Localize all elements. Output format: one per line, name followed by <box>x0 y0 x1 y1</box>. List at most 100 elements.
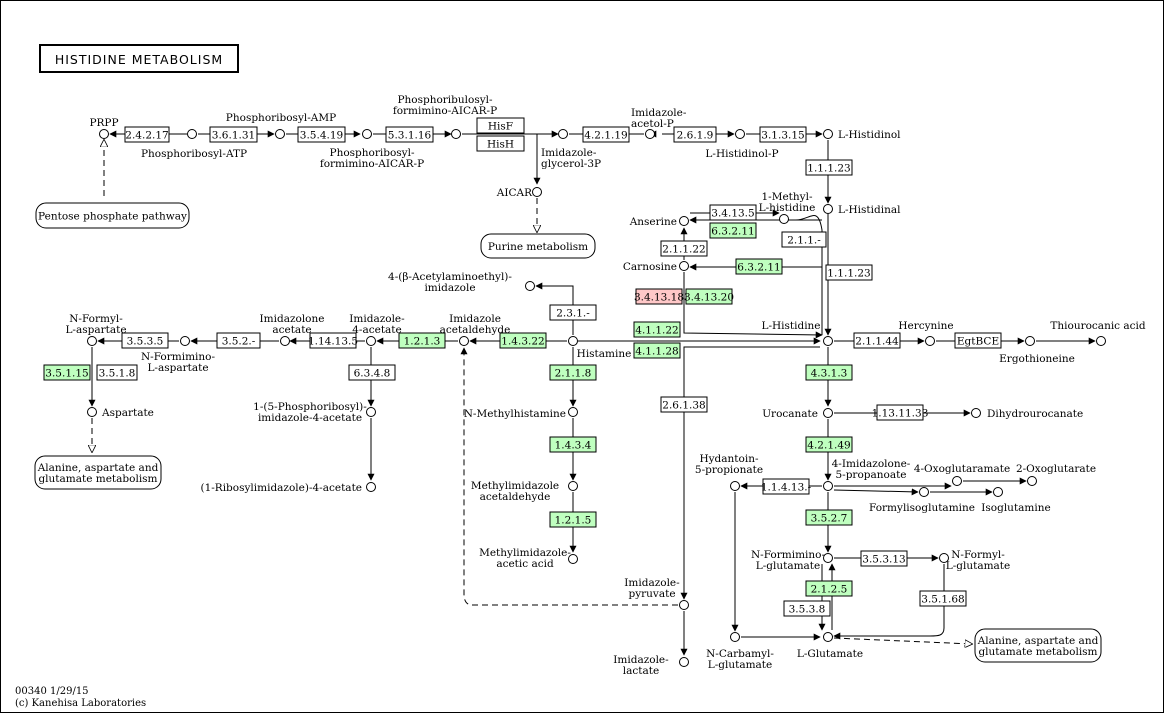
enzyme-box-1-4-3-4[interactable]: 1.4.3.4 <box>549 436 597 453</box>
enzyme-box-3-5-3-5[interactable]: 3.5.3.5 <box>121 332 169 349</box>
compound-pratp[interactable]: Phosphoribosyl-ATP <box>141 129 247 161</box>
compound-hisp[interactable]: L-Histidinol-P <box>705 129 779 161</box>
compound-carnosine[interactable]: Carnosine <box>623 261 689 273</box>
enzyme-box-2-4-2-17[interactable]: 2.4.2.17 <box>124 126 170 143</box>
compound-node[interactable] <box>823 553 833 563</box>
compound-thiou[interactable]: Thiourocanic acid <box>1050 320 1146 346</box>
compound-mhis[interactable]: 1-Methyl-L-histidine <box>759 191 816 224</box>
compound-ilac[interactable]: Imidazole-lactate <box>613 654 689 677</box>
compound-hercynine[interactable]: Hercynine <box>898 320 954 346</box>
compound-node[interactable] <box>730 481 740 491</box>
enzyme-box-1-14-13-5[interactable]: 1.14.13.5 <box>308 332 358 349</box>
map-link-purine[interactable]: Purine metabolism <box>480 233 596 259</box>
enzyme-box-1-1-4-13-[interactable]: 1.1.4.13.- <box>761 478 812 495</box>
compound-node[interactable] <box>823 129 833 139</box>
compound-figlu[interactable]: N-Formimino-L-glutamate <box>751 549 833 572</box>
compound-node[interactable] <box>568 336 578 346</box>
compound-isogln[interactable]: Isoglutamine <box>981 487 1051 515</box>
compound-node[interactable] <box>730 632 740 642</box>
enzyme-box-1-1-1-23[interactable]: 1.1.1.23 <box>805 159 853 176</box>
compound-node[interactable] <box>366 336 376 346</box>
compound-urocanate[interactable]: Urocanate <box>762 408 833 420</box>
enzyme-box-3-6-1-31[interactable]: 3.6.1.31 <box>209 126 258 143</box>
compound-node[interactable] <box>366 407 376 417</box>
enzyme-box-3-1-3-15[interactable]: 3.1.3.15 <box>759 126 807 143</box>
enzyme-box-2-1-1-22[interactable]: 2.1.1.22 <box>660 240 708 257</box>
compound-i4a[interactable]: Imidazole-4-acetate <box>349 313 405 346</box>
compound-node[interactable] <box>87 407 97 417</box>
enzyme-box-3-5-3-8[interactable]: 3.5.3.8 <box>783 600 831 617</box>
enzyme-box-2-1-1-44[interactable]: 2.1.1.44 <box>853 332 901 349</box>
compound-node[interactable] <box>779 214 789 224</box>
compound-node[interactable] <box>525 281 535 291</box>
compound-node[interactable] <box>939 553 949 563</box>
enzyme-box-4-2-1-19[interactable]: 4.2.1.19 <box>582 126 630 143</box>
compound-node[interactable] <box>87 336 97 346</box>
compound-node[interactable] <box>993 487 1003 497</box>
enzyme-box-1-2-1-5[interactable]: 1.2.1.5 <box>549 511 597 528</box>
compound-ribosyl[interactable]: (1-Ribosylimidazole)-4-acetate <box>200 482 376 494</box>
compound-ip[interactable]: 4-Imidazolone-5-propanoate <box>823 458 911 491</box>
compound-node[interactable] <box>532 187 542 197</box>
enzyme-box-1-1-1-23[interactable]: 1.1.1.23 <box>825 264 873 281</box>
compound-node[interactable] <box>366 482 376 492</box>
enzyme-box-6-3-2-11[interactable]: 6.3.2.11 <box>709 222 757 239</box>
compound-nfiasp[interactable]: N-Formimino-L-aspartate <box>141 336 216 375</box>
enzyme-box-6-3-2-11[interactable]: 6.3.2.11 <box>735 258 783 275</box>
compound-node[interactable] <box>180 336 190 346</box>
compound-prfaicar[interactable]: Phosphoribulosyl-formimino-AICAR-P <box>393 94 497 139</box>
enzyme-box-HisF[interactable]: HisF <box>476 117 525 134</box>
enzyme-box-3-5-2-[interactable]: 3.5.2.- <box>216 332 261 349</box>
compound-node[interactable] <box>362 129 372 139</box>
enzyme-box-4-3-1-3[interactable]: 4.3.1.3 <box>805 364 853 381</box>
compound-ncglu[interactable]: N-Carbamyl-L-glutamate <box>706 632 774 672</box>
compound-node[interactable] <box>823 336 833 346</box>
compound-hisal[interactable]: L-Histidinal <box>823 204 902 216</box>
enzyme-box-1-2-1-3[interactable]: 1.2.1.3 <box>398 332 446 349</box>
compound-nfglu[interactable]: N-Formyl-L-glutamate <box>939 549 1011 572</box>
enzyme-box-3-5-1-68[interactable]: 3.5.1.68 <box>919 590 967 607</box>
compound-node[interactable] <box>280 336 290 346</box>
enzyme-box-3-5-2-7[interactable]: 3.5.2.7 <box>805 509 853 526</box>
map-link-ppp[interactable]: Pentose phosphate pathway <box>35 202 190 229</box>
compound-node[interactable] <box>823 204 833 214</box>
compound-anserine[interactable]: Anserine <box>629 216 689 228</box>
compound-hydantoin[interactable]: Hydantoin-5-propionate <box>695 453 763 491</box>
enzyme-box-3-5-1-15[interactable]: 3.5.1.15 <box>43 364 91 381</box>
compound-node[interactable] <box>558 129 568 139</box>
compound-acetylimid[interactable]: 4-(β-Acetylaminoethyl)-imidazole <box>388 271 535 294</box>
compound-node[interactable] <box>925 336 935 346</box>
compound-node[interactable] <box>823 481 833 491</box>
compound-nfasp[interactable]: N-Formyl-L-aspartate <box>65 313 127 346</box>
compound-his[interactable]: L-Histidine <box>761 320 833 346</box>
compound-ergo[interactable]: Ergothioneine <box>999 336 1075 366</box>
compound-dihydrouro[interactable]: Dihydrourocanate <box>971 408 1084 420</box>
compound-glu[interactable]: L-Glutamate <box>797 632 863 661</box>
compound-igp[interactable]: Imidazole-glycerol-3P <box>541 129 601 171</box>
compound-node[interactable] <box>971 408 981 418</box>
compound-node[interactable] <box>99 129 109 139</box>
compound-oxoglutaramate[interactable]: 4-Oxoglutaramate <box>914 463 1010 486</box>
compound-2og[interactable]: 2-Oxoglutarate <box>1016 463 1096 486</box>
enzyme-box-2-6-1-9[interactable]: 2.6.1.9 <box>673 126 717 143</box>
compound-aspartate[interactable]: Aspartate <box>87 407 154 419</box>
enzyme-box-4-2-1-49[interactable]: 4.2.1.49 <box>805 436 853 453</box>
compound-node[interactable] <box>645 129 655 139</box>
compound-node[interactable] <box>735 129 745 139</box>
compound-node[interactable] <box>823 408 833 418</box>
compound-aicar[interactable]: AICAR <box>496 187 542 199</box>
enzyme-box-6-3-4-8[interactable]: 6.3.4.8 <box>348 364 396 381</box>
compound-ipyr[interactable]: Imidazole-pyruvate <box>624 577 689 610</box>
compound-fig[interactable]: Formylisoglutamine <box>869 487 975 515</box>
compound-node[interactable] <box>568 407 578 417</box>
compound-miaa[interactable]: Methylimidazole-acetic acid <box>479 547 578 570</box>
enzyme-box-3-5-4-19[interactable]: 3.5.4.19 <box>297 126 346 143</box>
compound-node[interactable] <box>187 129 197 139</box>
compound-node[interactable] <box>1025 336 1035 346</box>
enzyme-box-2-6-1-38[interactable]: 2.6.1.38 <box>660 396 708 413</box>
